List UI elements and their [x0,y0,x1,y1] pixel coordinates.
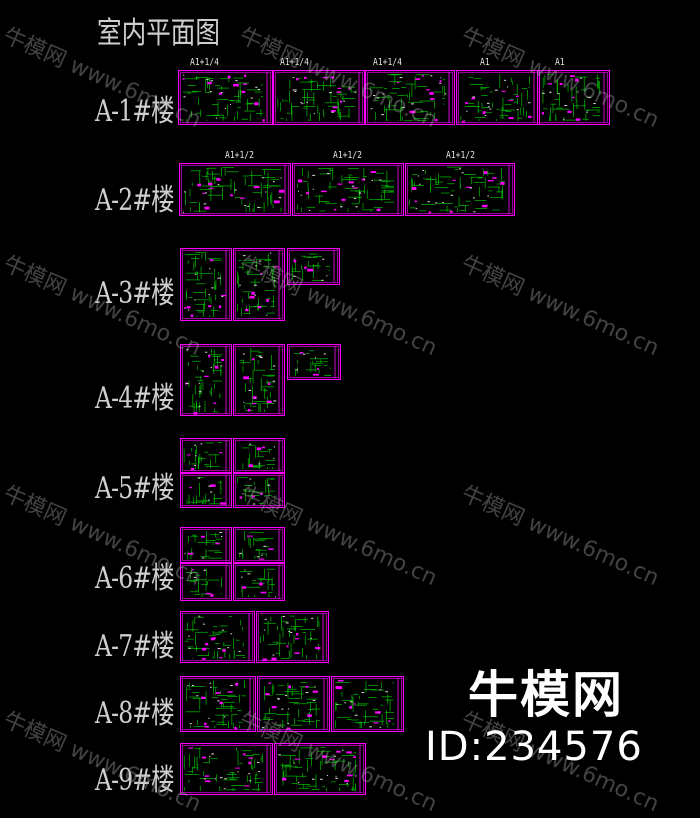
sheet-title: A1+1/2 [225,150,254,161]
drawing-sheet-thumbnail[interactable] [180,527,232,563]
drawing-sheet-thumbnail[interactable] [180,248,232,321]
drawing-sheet-thumbnail[interactable] [180,676,256,732]
page-title: 室内平面图 [97,16,220,51]
drawing-sheet-thumbnail[interactable] [178,70,273,125]
sheet-title: A1+1/4 [373,57,402,68]
building-label-a9: A-9#楼 [95,763,175,798]
drawing-sheet-thumbnail[interactable] [233,473,285,508]
building-label-a6: A-6#楼 [95,561,175,596]
building-label-a1: A-1#楼 [95,94,175,129]
drawing-sheet-thumbnail[interactable] [537,70,610,125]
building-label-a8: A-8#楼 [95,696,175,731]
drawing-sheet-thumbnail[interactable] [180,611,255,663]
drawing-sheet-thumbnail[interactable] [331,676,404,732]
drawing-sheet-thumbnail[interactable] [180,344,232,416]
drawing-sheet-thumbnail[interactable] [273,70,365,125]
drawing-sheet-thumbnail[interactable] [180,563,232,601]
drawing-sheet-thumbnail[interactable] [233,527,285,563]
sheet-title: A1+1/2 [446,150,475,161]
drawing-sheet-thumbnail[interactable] [257,676,330,732]
drawing-sheet-thumbnail[interactable] [180,473,232,508]
building-label-a2: A-2#楼 [95,183,175,218]
building-label-a7: A-7#楼 [95,629,175,664]
brand-logo-text: 牛模网 [468,666,624,724]
sheet-title: A1+1/2 [333,150,362,161]
drawing-sheet-thumbnail[interactable] [180,743,273,795]
drawing-sheet-thumbnail[interactable] [274,743,366,795]
drawing-sheet-thumbnail[interactable] [233,563,285,601]
drawing-sheet-thumbnail[interactable] [179,163,291,216]
drawing-sheet-thumbnail[interactable] [287,248,340,285]
building-label-a3: A-3#楼 [95,276,175,311]
sheet-title: A1 [480,57,490,68]
drawing-sheet-thumbnail[interactable] [405,163,515,216]
building-label-a4: A-4#楼 [95,381,175,416]
sheet-title: A1+1/4 [280,57,309,68]
sheet-title: A1 [555,57,565,68]
drawing-sheet-thumbnail[interactable] [233,248,285,321]
brand-id-text: ID:234576 [425,724,643,770]
drawing-sheet-thumbnail[interactable] [287,344,341,380]
building-label-a5: A-5#楼 [95,471,175,506]
drawing-sheet-thumbnail[interactable] [233,438,285,473]
drawing-sheet-thumbnail[interactable] [365,70,455,125]
drawing-sheet-thumbnail[interactable] [256,611,329,663]
sheet-title: A1+1/4 [190,57,219,68]
drawing-sheet-thumbnail[interactable] [292,163,404,216]
drawing-sheet-thumbnail[interactable] [180,438,232,473]
drawing-sheet-thumbnail[interactable] [233,344,285,416]
